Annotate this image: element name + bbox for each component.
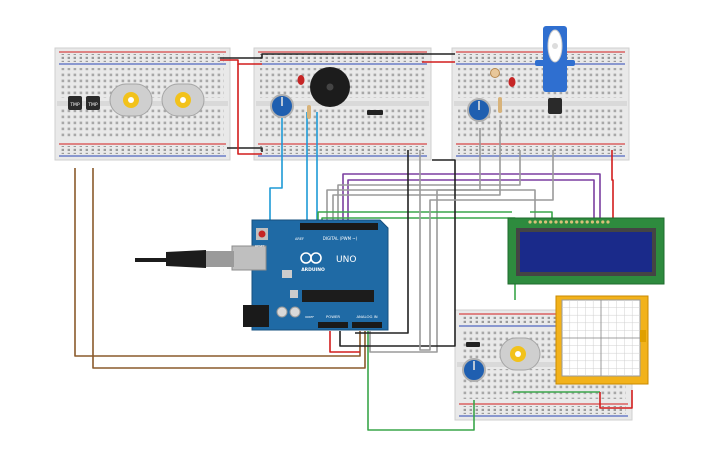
brand-label: ARDUINO bbox=[301, 267, 325, 273]
arduino-uno[interactable]: DIGITAL (PWM ~) AREF ARDUINO UNO POWER A… bbox=[231, 219, 389, 331]
wire-red-left[interactable] bbox=[237, 64, 262, 155]
wire-red-power[interactable] bbox=[329, 331, 360, 353]
usb-port bbox=[231, 245, 267, 271]
digital-label: DIGITAL (PWM ~) bbox=[323, 236, 358, 241]
wire-red-top[interactable] bbox=[220, 59, 262, 65]
red-led-2[interactable] bbox=[508, 77, 516, 87]
tmp-sensor-1-label: TMP bbox=[69, 102, 80, 108]
model-label: UNO bbox=[336, 255, 356, 265]
tmp-sensor-1[interactable]: TMP bbox=[68, 96, 82, 110]
reset-button[interactable] bbox=[258, 230, 266, 238]
dc-motor-2[interactable] bbox=[161, 83, 205, 117]
power-header bbox=[318, 322, 348, 328]
analog-label: ANALOG IN bbox=[356, 314, 377, 319]
resistor-1[interactable] bbox=[307, 105, 311, 119]
potentiometer-2[interactable] bbox=[467, 98, 491, 122]
tilt-switch-2[interactable] bbox=[466, 342, 480, 347]
servo-motor[interactable] bbox=[535, 26, 575, 114]
power-jack bbox=[243, 305, 269, 327]
tmp-sensor-2[interactable]: TMP bbox=[86, 96, 100, 110]
analog-header bbox=[352, 322, 382, 328]
potentiometer-3[interactable] bbox=[462, 358, 486, 382]
wire-black-1[interactable] bbox=[339, 159, 456, 347]
digital-header bbox=[300, 223, 378, 230]
wire-brown-tmp2[interactable] bbox=[92, 168, 366, 369]
wire-gray-right[interactable] bbox=[419, 150, 554, 351]
tmp-sensor-2-label: TMP bbox=[87, 102, 98, 108]
wire-brown-tmp1[interactable] bbox=[74, 168, 361, 357]
lcd-display[interactable] bbox=[507, 217, 665, 285]
wire-gray-lcd[interactable] bbox=[369, 189, 536, 353]
wire-gray-3[interactable] bbox=[337, 150, 521, 232]
touch-panel[interactable] bbox=[555, 295, 649, 385]
breadboard-2 bbox=[253, 47, 432, 161]
dc-motor-3[interactable] bbox=[499, 337, 541, 371]
photoresistor[interactable] bbox=[490, 68, 500, 78]
wire-red-right[interactable] bbox=[611, 150, 614, 225]
wire-purple-2[interactable] bbox=[347, 179, 595, 232]
tilt-switch[interactable] bbox=[367, 110, 383, 115]
wire-purple-1[interactable] bbox=[342, 173, 601, 232]
wire-gray-1[interactable] bbox=[326, 128, 481, 232]
ioref-label: IOREF bbox=[305, 315, 314, 319]
buzzer[interactable] bbox=[310, 67, 350, 107]
red-led-1[interactable] bbox=[297, 75, 305, 85]
potentiometer-1[interactable] bbox=[270, 94, 294, 118]
dc-motor-1[interactable] bbox=[109, 83, 153, 117]
resistor-2[interactable] bbox=[498, 97, 502, 113]
wire-cyan-pot[interactable] bbox=[269, 118, 283, 250]
aref-label: AREF bbox=[295, 237, 304, 241]
power-label: POWER bbox=[326, 314, 340, 319]
wire-gray-2[interactable] bbox=[332, 120, 501, 232]
wire-black-2[interactable] bbox=[355, 150, 409, 334]
lcd-screen bbox=[520, 232, 652, 272]
wire-black-top[interactable] bbox=[220, 53, 455, 59]
reset-label: RESET bbox=[255, 244, 265, 248]
wire-red-touch[interactable] bbox=[599, 390, 633, 409]
wire-green-3[interactable] bbox=[367, 331, 475, 431]
atmega-chip bbox=[302, 290, 374, 302]
usb-cable[interactable] bbox=[135, 250, 234, 268]
